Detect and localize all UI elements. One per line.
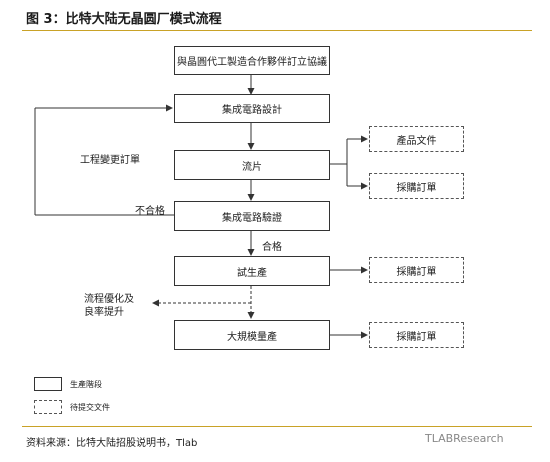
box-ic-design: 集成電路設計 — [174, 94, 330, 123]
source-note: 资料来源：比特大陆招股说明书，Tlab — [26, 438, 198, 449]
box-contract-agreement: 與晶圓代工製造合作夥伴訂立協議 — [174, 46, 330, 75]
label-pass: 合格 — [262, 242, 282, 253]
label-optimize-line2: 良率提升 — [84, 307, 124, 318]
doc-purchase-order-2: 採購訂單 — [369, 257, 464, 283]
legend-solid-swatch — [34, 377, 62, 391]
label-engineering-change-order: 工程變更訂單 — [80, 155, 140, 166]
watermark: TLABResearch — [425, 432, 504, 445]
legend-stage-label: 生產階段 — [70, 380, 102, 389]
footer-rule — [22, 426, 532, 427]
box-mass-production: 大規模量產 — [174, 320, 330, 350]
legend-dashed-swatch — [34, 400, 62, 414]
label-fail: 不合格 — [135, 206, 165, 217]
box-trial-production: 試生產 — [174, 256, 330, 286]
doc-purchase-order-3: 採購訂單 — [369, 322, 464, 348]
title-rule — [22, 30, 532, 31]
box-ic-verification: 集成電路驗證 — [174, 201, 330, 231]
figure-title: 图 3：比特大陆无晶圆厂模式流程 — [26, 12, 222, 27]
label-optimize-line1: 流程優化及 — [84, 294, 134, 305]
box-tapeout: 流片 — [174, 150, 330, 180]
doc-product-documents: 產品文件 — [369, 126, 464, 152]
legend-submit-label: 待提交文件 — [70, 403, 110, 412]
doc-purchase-order-1: 採購訂單 — [369, 173, 464, 199]
